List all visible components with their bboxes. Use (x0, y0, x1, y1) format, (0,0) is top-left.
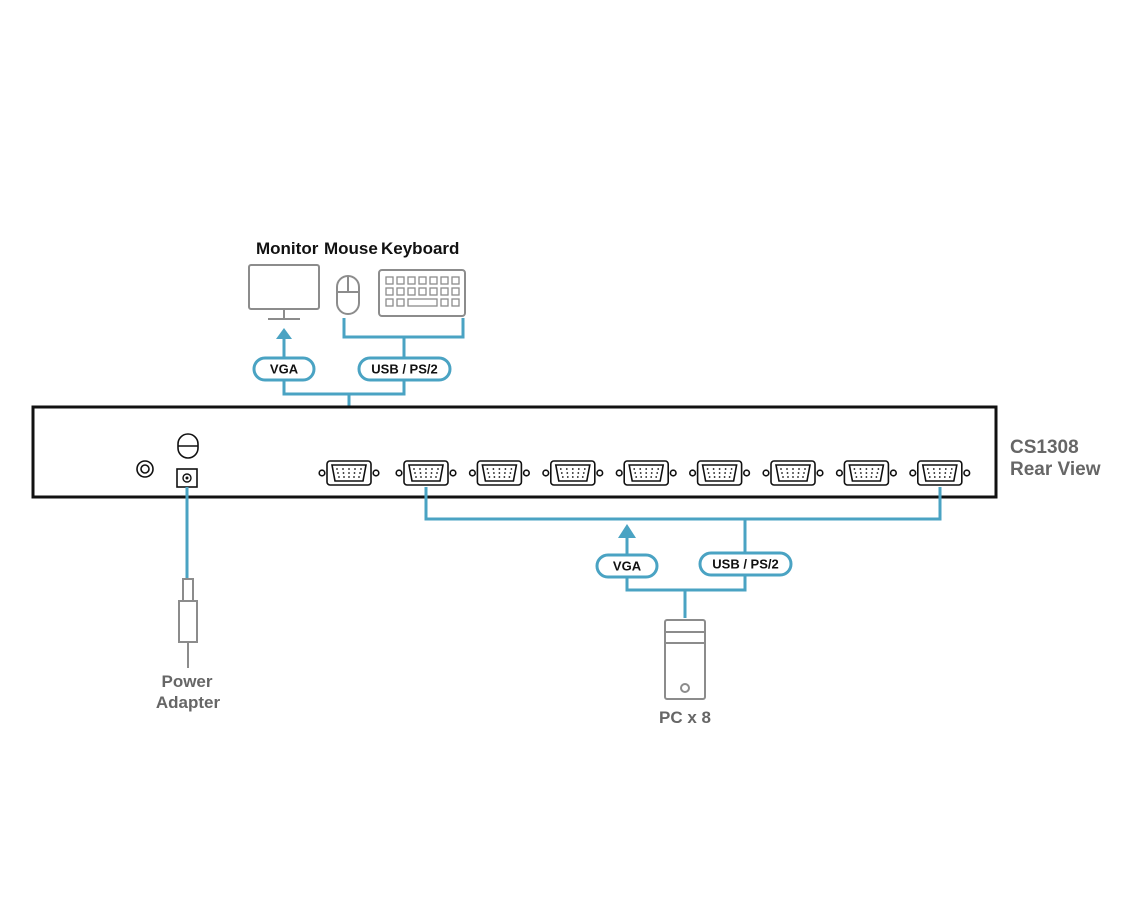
pc-port-1 (395, 460, 457, 486)
mouse-icon (336, 275, 360, 315)
console-usb-pill: USB / PS/2 (357, 356, 452, 382)
pc-vga-pill: VGA (595, 553, 659, 579)
pc-usb-label: USB / PS/2 (712, 557, 778, 572)
pc-port-6 (762, 460, 824, 486)
ground-screw-icon (136, 460, 154, 478)
pc-cables (424, 487, 942, 618)
console-port (318, 460, 380, 486)
pc-usb-pill: USB / PS/2 (698, 551, 793, 577)
mouse-label: Mouse (324, 239, 378, 258)
keyboard-icon (378, 269, 466, 317)
pc-count-label: PC x 8 (659, 708, 711, 727)
power-jack (176, 468, 198, 488)
pc-tower-icon (664, 619, 706, 700)
device-model-label: CS1308 (1010, 437, 1079, 458)
monitor-label: Monitor (256, 239, 319, 258)
power-label-line2: Adapter (156, 693, 221, 712)
pc-port-5 (688, 460, 751, 486)
device-view-label: Rear View (1010, 459, 1101, 480)
pc-port-7 (835, 460, 898, 486)
console-usb-label: USB / PS/2 (371, 362, 437, 377)
pc-port-3 (542, 460, 604, 486)
pc-port-8 (909, 460, 971, 486)
pc-vga-label: VGA (613, 559, 642, 574)
arrow-to-ports (618, 524, 636, 538)
keyboard-label: Keyboard (381, 239, 459, 258)
power-symbol-icon (177, 433, 199, 459)
pc-port-2 (468, 460, 531, 486)
power-adapter-plug-icon (178, 578, 198, 668)
arrow-to-monitor (276, 328, 292, 339)
console-vga-pill: VGA (252, 356, 316, 382)
port-row (318, 460, 971, 486)
power-label-line1: Power (161, 672, 212, 691)
pc-port-4 (615, 460, 677, 486)
console-vga-label: VGA (270, 362, 299, 377)
monitor-icon (248, 264, 320, 320)
